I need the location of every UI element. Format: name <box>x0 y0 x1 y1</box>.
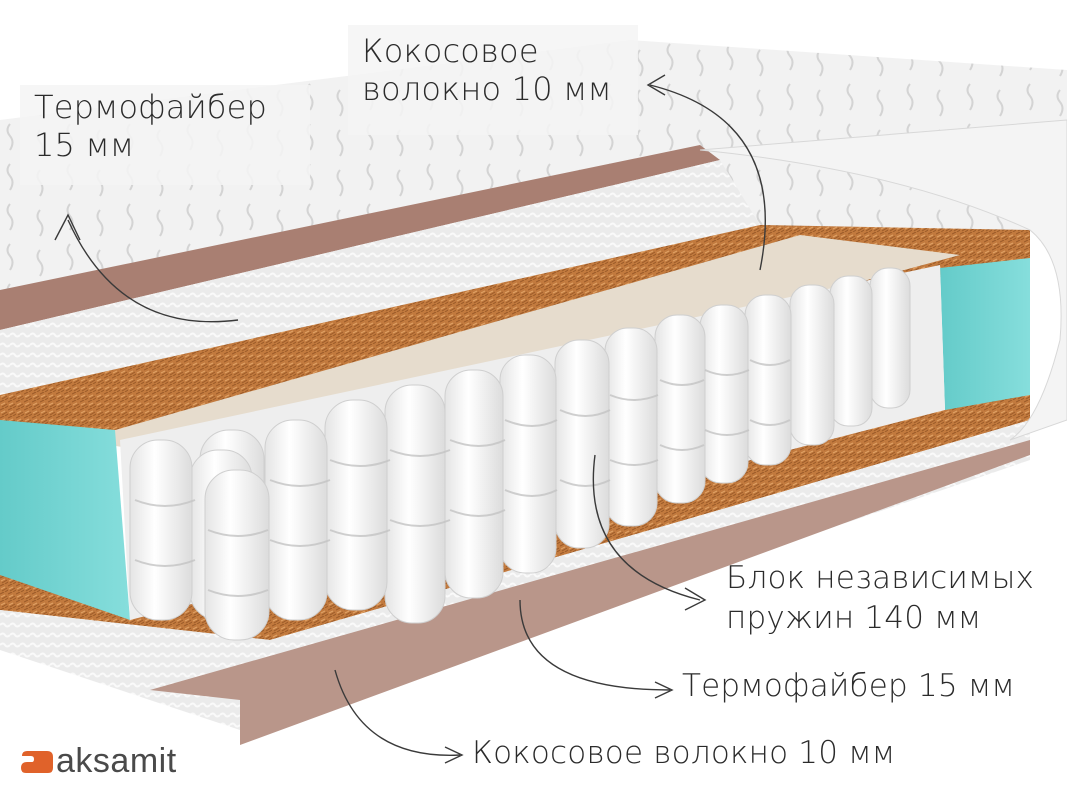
brown-strip <box>0 145 720 330</box>
label-bottom-coconut: Кокосовое волокно 10 мм <box>472 735 896 771</box>
label-top-coconut: Кокосовое волокно 10 мм <box>362 32 612 109</box>
label-line: волокно 10 мм <box>362 70 612 109</box>
right-foam-block <box>940 258 1030 410</box>
left-foam-block <box>0 420 130 620</box>
arrow-bottom-thermofiber <box>519 599 671 691</box>
arrow-springs <box>592 454 701 601</box>
label-backdrop-top-center <box>348 25 638 135</box>
label-line: Кокосовое <box>362 32 539 70</box>
bottom-thermofiber-layer <box>0 420 1030 730</box>
label-top-thermofiber: Термофайбер 15 мм <box>34 88 267 165</box>
brand-name: aksamit <box>56 742 177 780</box>
label-bottom-thermofiber: Термофайбер 15 мм <box>682 668 1015 704</box>
label-line: Термофайбер <box>34 88 268 126</box>
label-line: Блок независимых <box>726 560 1035 596</box>
label-spring-block: Блок независимых пружин 140 мм <box>726 558 1034 639</box>
callout-arrows <box>54 74 766 764</box>
label-line: 15 мм <box>34 126 135 165</box>
arrow-top-coconut <box>649 84 766 271</box>
pocket-springs <box>129 267 911 641</box>
arrow-bottom-coconut <box>334 669 461 756</box>
brand-logo: aksamit <box>20 742 177 781</box>
top-thermofiber-layer <box>0 160 760 395</box>
arrow-top-thermofiber <box>67 219 239 323</box>
sofa-logo-icon <box>21 750 53 773</box>
label-backdrop-top-left <box>20 85 310 185</box>
label-line: пружин 140 мм <box>726 600 982 637</box>
